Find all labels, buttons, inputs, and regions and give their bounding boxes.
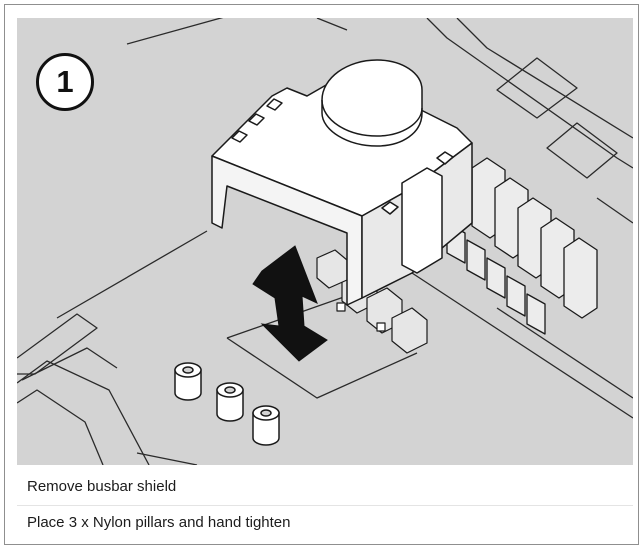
instruction-captions: Remove busbar shield Place 3 x Nylon pil… xyxy=(17,465,633,541)
step-number-badge: 1 xyxy=(36,53,94,111)
caption-remove-shield: Remove busbar shield xyxy=(27,478,177,495)
busbar-assembly-drawing xyxy=(17,18,633,465)
nylon-pillar-2 xyxy=(216,382,244,422)
caption-place-pillars: Place 3 x Nylon pillars and hand tighten xyxy=(27,514,291,531)
nylon-pillar-3 xyxy=(252,405,280,446)
step-number: 1 xyxy=(56,64,74,99)
caption-divider xyxy=(17,505,633,506)
instruction-card: 1 Remove busbar shield Place 3 x Nylon p… xyxy=(4,4,639,545)
nylon-pillar-1 xyxy=(174,362,202,401)
assembly-illustration: 1 xyxy=(17,18,633,465)
busbar-shield xyxy=(211,59,473,306)
up-down-arrow-icon xyxy=(252,245,328,362)
nylon-pillars xyxy=(174,362,280,446)
